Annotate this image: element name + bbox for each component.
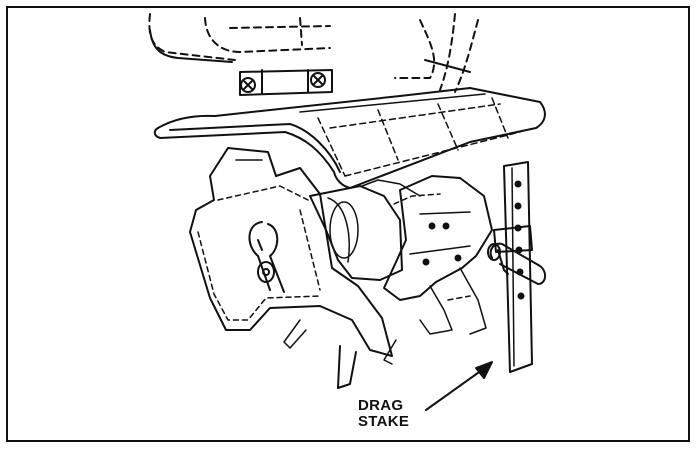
- hairpin-clip: [248, 221, 285, 293]
- center-hub: [309, 179, 441, 281]
- drag-stake-label: DRAG STAKE: [358, 398, 409, 430]
- bolt-left: [240, 77, 256, 93]
- left-tine: [189, 147, 393, 357]
- engine-housing-solid: [149, 29, 471, 73]
- drag-stake-label-line2: STAKE: [358, 413, 410, 430]
- right-tine-assembly: [383, 175, 493, 335]
- callout-arrow: [425, 361, 493, 411]
- hitch-pin: [487, 242, 546, 285]
- engine-housing-outline: [148, 13, 479, 93]
- drag-stake: [493, 161, 533, 373]
- drag-stake-label-line1: DRAG: [358, 397, 404, 414]
- mount-bracket: [239, 69, 333, 96]
- lower-tines: [283, 319, 397, 389]
- tine-hood: [153, 87, 546, 189]
- figure-frame: [6, 6, 690, 442]
- bolt-right: [310, 72, 326, 88]
